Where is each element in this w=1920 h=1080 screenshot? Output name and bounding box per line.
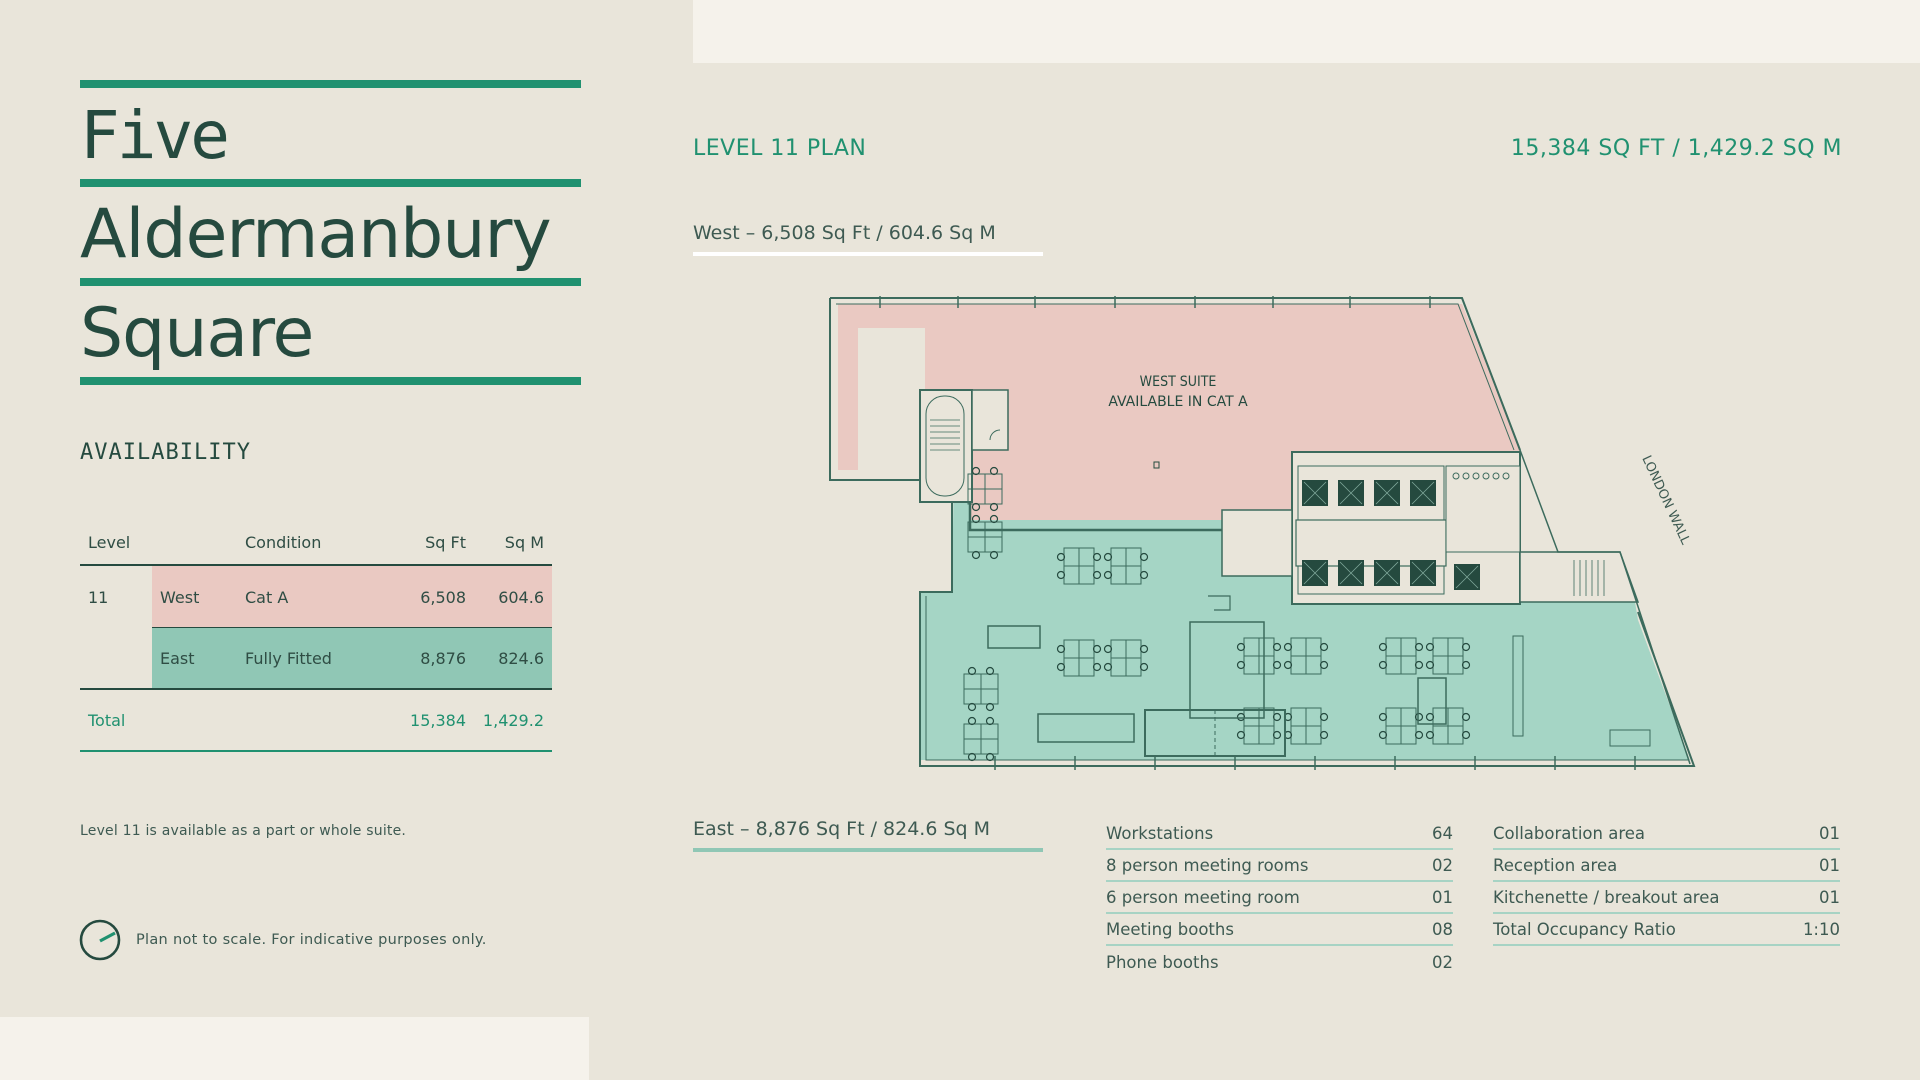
cell-condition: Fully Fitted xyxy=(245,648,332,668)
west-suite-text-2: AVAILABLE IN CAT A xyxy=(1108,394,1248,410)
feature-value: 08 xyxy=(1432,919,1453,939)
building-title: Five Aldermanbury Square xyxy=(80,80,581,385)
plan-total-area: 15,384 SQ FT / 1,429.2 SQ M xyxy=(1510,136,1842,161)
title-divider xyxy=(80,377,581,385)
feature-label: Reception area xyxy=(1493,855,1618,875)
bottom-light-panel xyxy=(0,1017,589,1080)
feature-label: Phone booths xyxy=(1106,952,1219,972)
street-label: LONDON WALL xyxy=(1638,453,1693,547)
title-divider xyxy=(80,179,581,187)
cell-suite: East xyxy=(160,648,195,668)
feature-value: 01 xyxy=(1819,887,1840,907)
header-sqft: Sq Ft xyxy=(425,532,466,552)
feature-label: Collaboration area xyxy=(1493,823,1646,843)
cell-sqm: 604.6 xyxy=(498,587,544,607)
title-line-1: Five xyxy=(80,96,230,174)
cell-condition: Cat A xyxy=(245,587,289,607)
total-label: Total xyxy=(88,710,126,730)
feature-value: 01 xyxy=(1819,855,1840,875)
table-row-total: Total 15,384 1,429.2 xyxy=(80,690,552,752)
east-row-highlight xyxy=(152,628,552,688)
table-row-west: 11 West Cat A 6,508 604.6 xyxy=(80,566,552,628)
feature-label: Workstations xyxy=(1106,823,1214,843)
cell-sqm: 824.6 xyxy=(498,648,544,668)
availability-heading: AVAILABILITY xyxy=(80,440,251,465)
west-suite-label: West – 6,508 Sq Ft / 604.6 Sq M xyxy=(693,222,1043,256)
features-list-left: Workstations 64 8 person meeting rooms 0… xyxy=(1106,818,1453,978)
cell-sqft: 6,508 xyxy=(420,587,466,607)
feature-label: Kitchenette / breakout area xyxy=(1493,887,1720,907)
east-suite-label: East – 8,876 Sq Ft / 824.6 Sq M xyxy=(693,818,1043,852)
west-suite-text-1: WEST SUITE xyxy=(1140,374,1217,390)
feature-row: Collaboration area 01 xyxy=(1493,818,1840,850)
cell-sqft: 8,876 xyxy=(420,648,466,668)
feature-row: 8 person meeting rooms 02 xyxy=(1106,850,1453,882)
title-divider xyxy=(80,278,581,286)
feature-row: Phone booths 02 xyxy=(1106,946,1453,978)
features-list-right: Collaboration area 01 Reception area 01 … xyxy=(1493,818,1840,946)
floor-plan: WEST SUITE AVAILABLE IN CAT A LONDON WAL… xyxy=(829,296,1696,770)
total-sqft: 15,384 xyxy=(410,710,466,730)
title-line-2: Aldermanbury xyxy=(80,194,552,274)
feature-value: 02 xyxy=(1432,952,1453,972)
table-row-east: East Fully Fitted 8,876 824.6 xyxy=(80,628,552,690)
plan-title: LEVEL 11 PLAN xyxy=(693,136,867,161)
header-sqm: Sq M xyxy=(504,532,544,552)
feature-row: Kitchenette / breakout area 01 xyxy=(1493,882,1840,914)
feature-label: 8 person meeting rooms xyxy=(1106,855,1309,875)
total-sqm: 1,429.2 xyxy=(482,710,544,730)
feature-value: 01 xyxy=(1432,887,1453,907)
feature-value: 01 xyxy=(1819,823,1840,843)
feature-label: Total Occupancy Ratio xyxy=(1493,919,1676,939)
feature-label: 6 person meeting room xyxy=(1106,887,1300,907)
compass-icon xyxy=(79,919,121,961)
availability-table: Level Condition Sq Ft Sq M 11 West Cat A… xyxy=(80,520,552,752)
feature-label: Meeting booths xyxy=(1106,919,1234,939)
title-line-3: Square xyxy=(80,293,314,373)
feature-value: 1:10 xyxy=(1802,919,1840,939)
cell-level: 11 xyxy=(88,587,109,607)
disclaimer-text: Plan not to scale. For indicative purpos… xyxy=(136,932,487,948)
feature-row: Total Occupancy Ratio 1:10 xyxy=(1493,914,1840,946)
feature-value: 02 xyxy=(1432,855,1453,875)
header-condition: Condition xyxy=(245,532,322,552)
feature-row: 6 person meeting room 01 xyxy=(1106,882,1453,914)
feature-row: Reception area 01 xyxy=(1493,850,1840,882)
availability-note: Level 11 is available as a part or whole… xyxy=(80,823,407,839)
feature-row: Workstations 64 xyxy=(1106,818,1453,850)
table-header: Level Condition Sq Ft Sq M xyxy=(80,520,552,566)
title-divider xyxy=(80,80,581,88)
cell-suite: West xyxy=(160,587,200,607)
top-light-panel xyxy=(693,0,1920,63)
west-row-highlight xyxy=(152,566,552,628)
header-level: Level xyxy=(88,532,131,552)
feature-value: 64 xyxy=(1432,823,1453,843)
feature-row: Meeting booths 08 xyxy=(1106,914,1453,946)
